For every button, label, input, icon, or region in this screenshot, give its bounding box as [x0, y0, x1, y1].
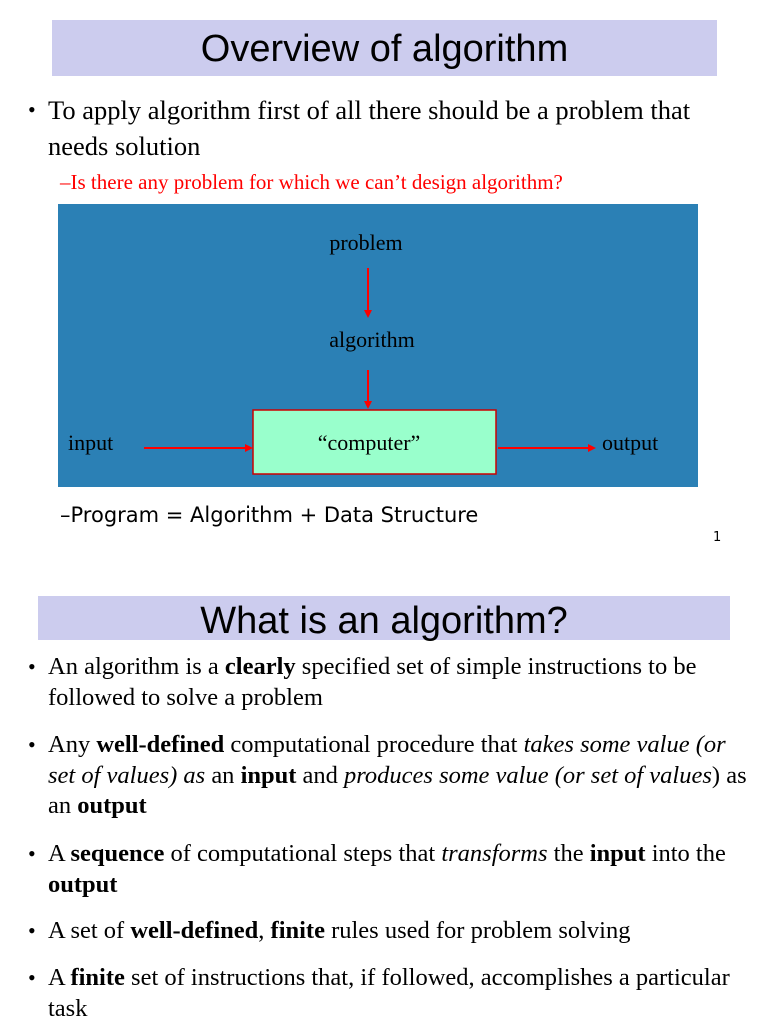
diagram-input-label: input: [68, 430, 113, 455]
slide2-bullet-text: A set of well-defined, finite rules used…: [28, 916, 748, 947]
bold-text: finite: [270, 917, 325, 944]
slide1-title: Overview of algorithm: [52, 20, 717, 76]
text-run: A: [48, 840, 71, 867]
slide2-bullet: • A set of well-defined, finite rules us…: [28, 916, 748, 947]
algorithm-diagram: problem algorithm “computer” input outpu…: [58, 204, 698, 487]
bold-text: output: [77, 792, 147, 819]
slide2-bullet: • A sequence of computational steps that…: [28, 839, 748, 900]
bold-text: finite: [70, 964, 125, 991]
slide1-bullet-text: To apply algorithm first of all there sh…: [48, 95, 691, 161]
bold-text: sequence: [70, 840, 165, 867]
bold-text: input: [240, 761, 297, 789]
text-run: ) as an: [48, 761, 747, 820]
page-number: 1: [713, 530, 722, 545]
text-run: set of instructions that, if followed, a…: [48, 964, 730, 1022]
bullet-dot-icon: •: [28, 918, 36, 943]
text-run: into the: [645, 840, 726, 867]
slide2-bullet: • A finite set of instructions that, if …: [28, 963, 748, 1024]
bold-text: well-defined: [130, 917, 259, 944]
text-run: computational procedure that: [224, 731, 524, 758]
bold-text: input: [589, 840, 646, 867]
slide2-bullet-text: Any well-defined computational procedure…: [28, 730, 748, 822]
bullet-dot-icon: •: [28, 654, 36, 679]
computer-box: [252, 409, 497, 475]
bullet-dot-icon: •: [28, 841, 36, 866]
text-run: Any: [48, 731, 97, 758]
diagram-algorithm-label: algorithm: [329, 327, 415, 352]
text-run: the: [547, 840, 590, 867]
slide1-sub-bullet: –Is there any problem for which we can’t…: [60, 170, 563, 194]
text-run: A: [48, 964, 71, 991]
text-run: rules used for problem solving: [324, 917, 631, 944]
slide2-bullet-text: An algorithm is a clearly specified set …: [28, 652, 748, 713]
text-run: an: [205, 761, 241, 789]
bold-text: output: [48, 870, 118, 898]
diagram-computer-label: “computer”: [318, 430, 421, 455]
text-run: ,: [258, 917, 271, 944]
slide2-title: What is an algorithm?: [38, 596, 730, 642]
text-run: of computational steps that: [164, 840, 442, 867]
slide2-bullet: • Any well-defined computational procedu…: [28, 730, 748, 822]
bullet-dot-icon: •: [28, 732, 36, 757]
slide2-bullet: • An algorithm is a clearly specified se…: [28, 652, 748, 713]
program-equation: –Program = Algorithm + Data Structure: [60, 503, 479, 527]
text-run: A set of: [48, 917, 131, 944]
bold-text: clearly: [224, 653, 296, 680]
slide2-bullet-text: A sequence of computational steps that t…: [28, 839, 748, 900]
slide2-bullet-text: A finite set of instructions that, if fo…: [28, 963, 748, 1024]
text-run: and: [296, 761, 345, 789]
diagram-output-label: output: [602, 430, 658, 455]
text-run: An algorithm is a: [48, 653, 225, 680]
bold-text: well-defined: [96, 731, 225, 758]
diagram-problem-label: problem: [329, 230, 402, 255]
text-run: specified set of simple instructions to …: [48, 653, 697, 711]
italic-text: takes some value (or set of values) as: [48, 731, 726, 789]
bullet-dot-icon: •: [28, 965, 36, 990]
italic-text: produces some value (or set of values: [344, 761, 712, 789]
bullet-dot-icon: •: [28, 97, 36, 122]
italic-text: transforms: [441, 840, 548, 867]
slide1-bullet: • To apply algorithm first of all there …: [28, 92, 743, 164]
